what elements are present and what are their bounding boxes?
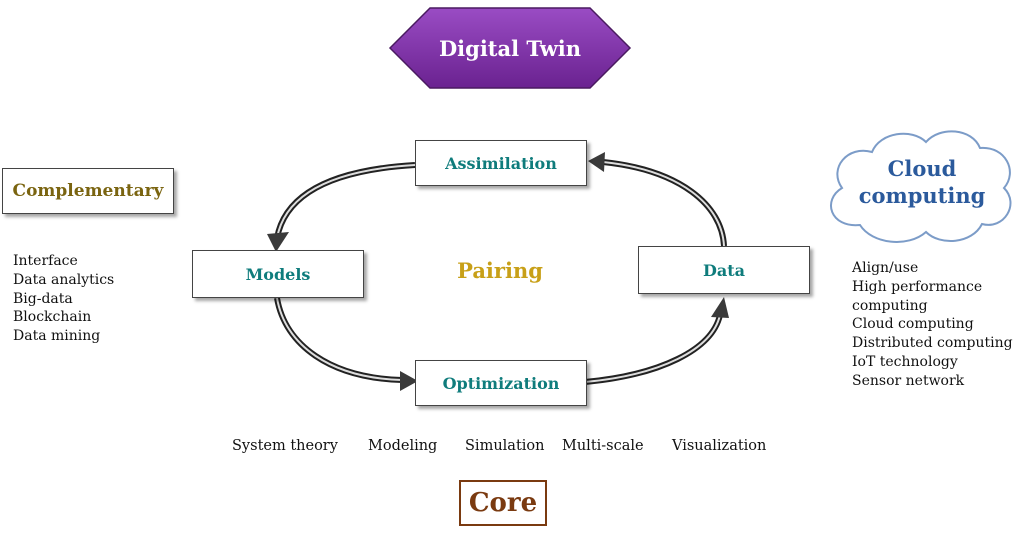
- core-label: Core: [459, 480, 547, 526]
- list-item: Distributed computing: [852, 335, 1013, 352]
- arrowhead-to-assimilation: [588, 152, 605, 172]
- core-item-system-theory: System theory: [232, 438, 338, 454]
- list-item: Align/use: [852, 260, 919, 276]
- node-data: Data: [638, 246, 810, 294]
- list-item: Big-data: [13, 290, 73, 307]
- core-item-multi-scale: Multi-scale: [562, 438, 644, 454]
- list-item: High performance: [852, 278, 983, 295]
- complementary-heading: Complementary: [2, 168, 174, 214]
- cloud-shape: [830, 130, 1012, 243]
- node-optimization: Optimization: [415, 360, 587, 406]
- pairing-label: Pairing: [457, 258, 543, 283]
- node-assimilation: Assimilation: [415, 140, 587, 186]
- cloud-list: Align/use High performance computing Clo…: [852, 259, 1013, 391]
- list-item: Cloud computing: [852, 316, 974, 333]
- cloud-heading: Cloud computing: [842, 155, 1002, 209]
- title-hexagon: [388, 7, 632, 89]
- list-item: Blockchain: [13, 309, 92, 326]
- list-item: Sensor network: [852, 372, 965, 389]
- arrow-heads: [267, 152, 729, 391]
- cycle-arrows: [274, 159, 727, 385]
- list-item: Interface: [13, 253, 78, 269]
- list-item: Data mining: [13, 328, 101, 345]
- core-item-visualization: Visualization: [672, 438, 767, 454]
- list-item: IoT technology: [852, 353, 958, 370]
- title-text: Digital Twin: [438, 35, 582, 61]
- cloud-heading-line1: Cloud: [887, 156, 957, 181]
- core-item-modeling: Modeling: [368, 438, 438, 454]
- arrowhead-to-models: [267, 232, 289, 252]
- node-models: Models: [192, 250, 364, 298]
- complementary-list: Interface Data analytics Big-data Blockc…: [13, 252, 114, 346]
- list-item: computing: [852, 297, 928, 314]
- arrowhead-to-data: [711, 297, 729, 318]
- arrowhead-to-optimization: [400, 371, 418, 391]
- cloud-heading-line2: computing: [858, 183, 986, 208]
- core-item-simulation: Simulation: [465, 438, 545, 454]
- list-item: Data analytics: [13, 271, 115, 288]
